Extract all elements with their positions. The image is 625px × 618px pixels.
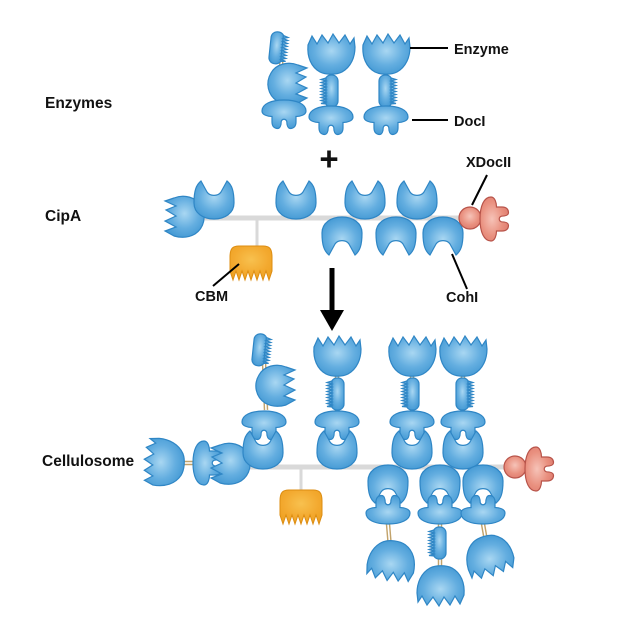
cellulosome-row: Cellulosome: [42, 332, 555, 607]
docked-enzyme-top: [241, 332, 296, 470]
enzyme-icon: [141, 436, 187, 489]
cohesin-icon: [442, 430, 484, 470]
enzyme-icon: [362, 33, 411, 75]
enzyme-open-icon: [267, 62, 308, 105]
annotation-cohi: CohI: [446, 290, 478, 306]
docked-enzyme-top: [313, 335, 362, 470]
docked-enzyme-bottom: [416, 464, 465, 607]
pointer-line-xdocii: [471, 174, 488, 206]
annotation-enzyme: Enzyme: [454, 42, 509, 58]
plus-sign: +: [319, 140, 338, 177]
pointer-line-cbm: [212, 263, 240, 287]
enzyme-icon: [364, 536, 419, 585]
x-module-icon: [458, 206, 482, 230]
linker-module-icon: [401, 377, 420, 411]
docked-enzyme-bottom: [459, 464, 518, 583]
cohesin-icon: [396, 180, 438, 220]
x-module-icon: [503, 455, 527, 479]
docked-enzyme-bottom: [364, 464, 419, 585]
pointer-line-cohi: [451, 253, 468, 290]
cohesin-icon: [316, 430, 358, 470]
xdockerin-icon: [479, 196, 510, 242]
cipa-row: CipA XDocII CBM CohI: [45, 155, 511, 331]
down-arrow-head: [320, 310, 344, 331]
dockerin-icon: [261, 99, 307, 130]
cbm-icon: [279, 489, 323, 525]
enzyme-complex: [362, 33, 411, 136]
dockerin-icon: [363, 105, 409, 136]
docked-enzyme-top: [388, 335, 437, 470]
cohesin-icon: [344, 180, 386, 220]
cohesin-icon: [422, 216, 464, 256]
cohesin-icon: [193, 180, 235, 220]
cohesin-icon: [367, 464, 409, 504]
linker-module-icon: [428, 526, 447, 560]
cbm-icon: [229, 245, 273, 281]
linker-module-icon: [378, 74, 397, 108]
enzyme-open-icon: [255, 364, 296, 407]
cohesin-icon: [375, 216, 417, 256]
cohesin-icon: [462, 464, 504, 504]
row-label-cellulosome: Cellulosome: [42, 453, 135, 470]
cohesin-icon: [419, 464, 461, 504]
row-label-cipa: CipA: [45, 208, 81, 225]
dockerin-icon: [308, 105, 354, 136]
enzymes-row: Enzymes Enzyme DocI +: [45, 30, 509, 177]
cohesin-icon: [321, 216, 363, 256]
xdockerin-icon: [524, 446, 555, 492]
docked-enzyme-top: [439, 335, 488, 470]
enzyme-complex: [307, 33, 356, 136]
enzyme-complex: [261, 30, 308, 130]
enzyme-icon: [313, 335, 362, 377]
linker-module-icon: [326, 377, 345, 411]
enzyme-icon: [307, 33, 356, 75]
linker-module-icon: [250, 332, 273, 368]
linker-module-icon: [320, 74, 339, 108]
annotation-cbm: CBM: [195, 289, 228, 305]
cohesin-icon: [242, 430, 284, 470]
docked-enzyme-left: [141, 436, 251, 489]
linker-module-icon: [455, 377, 474, 411]
enzyme-icon: [388, 335, 437, 377]
linker-module-icon: [267, 30, 290, 66]
annotation-xdocii: XDocII: [466, 155, 511, 171]
enzyme-icon: [439, 335, 488, 377]
row-label-enzymes: Enzymes: [45, 95, 112, 112]
down-arrow-icon: [320, 268, 344, 331]
enzyme-icon: [459, 529, 518, 583]
annotation-doci: DocI: [454, 114, 485, 130]
cohesin-icon: [391, 430, 433, 470]
enzyme-icon: [416, 565, 465, 607]
cohesin-icon: [275, 180, 317, 220]
